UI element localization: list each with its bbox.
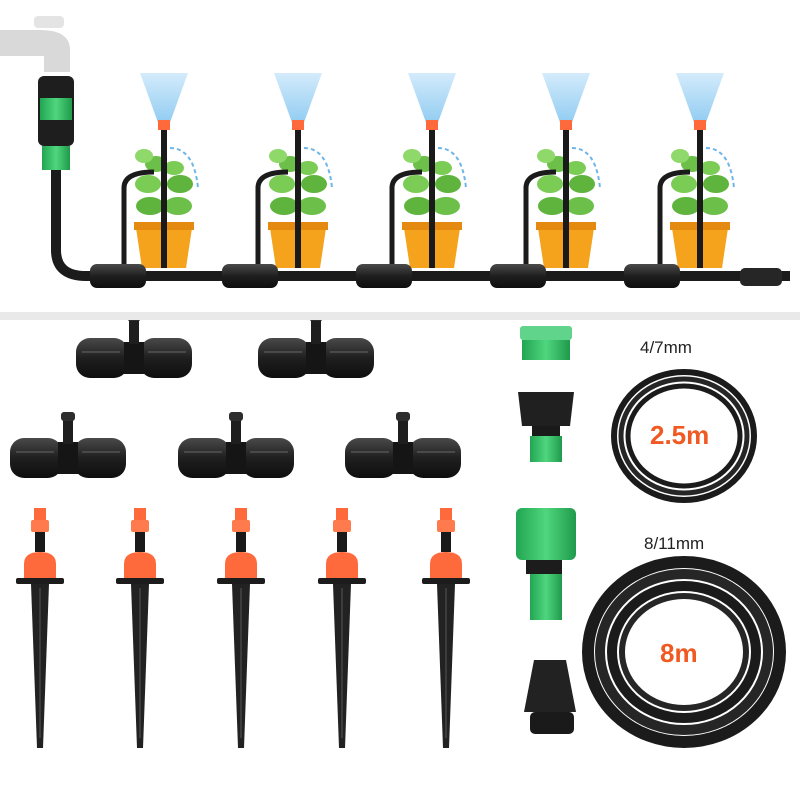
potted-plant [121, 73, 199, 278]
potted-plant [255, 73, 333, 278]
faucet-icon [0, 16, 70, 72]
stake-sprinkler [216, 507, 266, 749]
tee-connector [177, 411, 295, 479]
main-line-tees [90, 264, 680, 288]
section-divider [0, 312, 800, 320]
tee-connectors [9, 311, 462, 479]
quick-connector [516, 508, 576, 620]
stake-sprinkler [421, 507, 471, 749]
tube-small-length-label: 2.5m [650, 420, 710, 450]
stake-sprinkler [115, 507, 165, 749]
tee-connector [257, 311, 375, 379]
tube-coil-small [611, 369, 757, 503]
tube-large-length-label: 8m [660, 638, 698, 668]
end-stop-plug [524, 660, 576, 734]
faucet-adapter [38, 76, 74, 170]
main-tube [51, 170, 790, 281]
stake-sprinkler [317, 507, 367, 749]
potted-plant [657, 73, 735, 278]
potted-plant [389, 73, 467, 278]
tee-connector [75, 311, 193, 379]
stake-sprinklers [15, 507, 471, 749]
tee-connector [9, 411, 127, 479]
tube-small-size-label: 4/7mm [640, 338, 692, 357]
green-thread-adapter [520, 326, 572, 360]
plant-row [121, 73, 735, 278]
tube-coil-large [582, 556, 786, 748]
potted-plant [523, 73, 601, 278]
end-plug [740, 268, 782, 286]
stake-sprinkler [15, 507, 65, 749]
tube-large-size-label: 8/11mm [644, 534, 705, 553]
faucet-tap-connector [518, 392, 574, 462]
tee-connector [344, 411, 462, 479]
